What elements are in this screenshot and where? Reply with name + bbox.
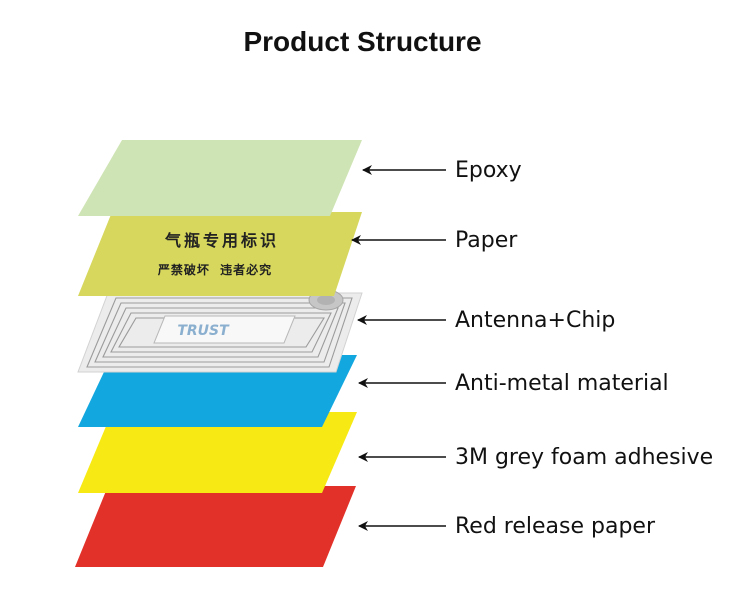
- pointer-arrows: [351, 165, 446, 531]
- label-3m-grey-foam-adhesive: 3M grey foam adhesive: [455, 445, 714, 470]
- layer-red-release-paper: [75, 486, 356, 567]
- chip-label-panel: [153, 315, 296, 344]
- layer-epoxy: [78, 140, 362, 216]
- trust-logo: TRUST: [177, 323, 230, 339]
- label-antenna-chip: Antenna+Chip: [455, 308, 616, 333]
- layer-antenna-chip: TRUST: [77, 289, 363, 373]
- layer-anti-metal-material: [78, 355, 357, 427]
- label-epoxy: Epoxy: [455, 158, 522, 183]
- label-anti-metal-material: Anti-metal material: [455, 371, 669, 396]
- paper-print-line-2: 严禁破坏 违者必究: [157, 262, 272, 277]
- page-title: Product Structure: [243, 26, 482, 57]
- label-red-release-paper: Red release paper: [455, 514, 655, 539]
- paper-sheet: [78, 212, 362, 296]
- layer-3m-grey-foam-adhesive: [78, 412, 357, 493]
- paper-print-line-1: 气瓶专用标识: [164, 231, 279, 250]
- layer-paper: 气瓶专用标识 严禁破坏 违者必究: [78, 212, 362, 296]
- label-paper: Paper: [455, 228, 518, 253]
